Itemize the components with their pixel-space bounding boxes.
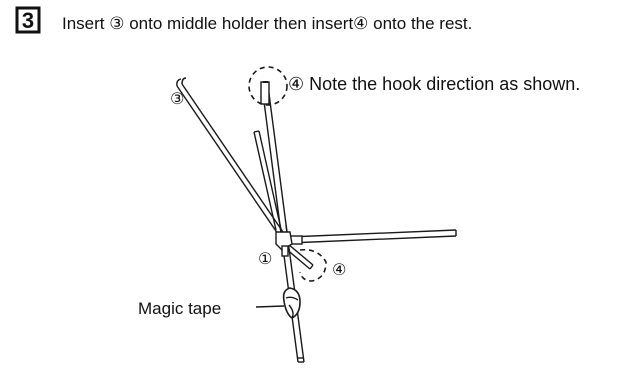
label-note: ④ Note the hook direction as shown. xyxy=(288,74,580,94)
label-pole-4-bottom: ④ xyxy=(332,262,346,279)
hook-highlight-top xyxy=(248,66,288,106)
magic-tape-leader xyxy=(255,305,285,308)
step-instruction: Insert ③ onto middle holder then insert④… xyxy=(62,14,472,33)
pole-4-bottom xyxy=(284,243,314,270)
label-pole-1: ① xyxy=(258,251,272,268)
pole-horizontal xyxy=(288,229,457,245)
pole-3 xyxy=(176,77,284,235)
label-pole-3: ③ xyxy=(170,91,184,108)
central-hub xyxy=(275,231,293,257)
pole-4-top xyxy=(260,81,288,234)
magic-tape xyxy=(282,287,301,319)
step-number: 3 xyxy=(22,8,34,33)
hook-highlight-bottom xyxy=(299,248,327,282)
label-magic-tape: Magic tape xyxy=(138,299,221,318)
step-badge: 3 xyxy=(15,6,41,34)
pole-middle xyxy=(253,130,282,231)
